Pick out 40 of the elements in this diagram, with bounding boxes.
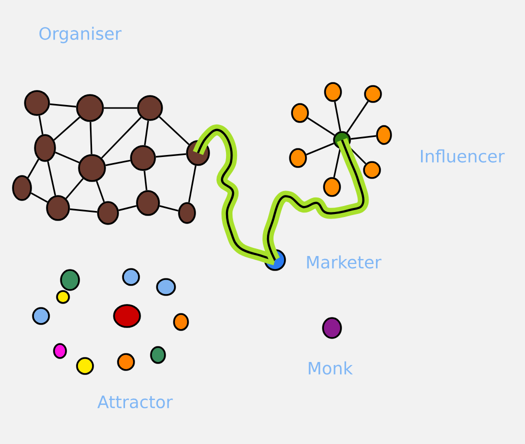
group-label: Attractor bbox=[97, 396, 173, 408]
connector-line bbox=[334, 102, 342, 132]
connector-line bbox=[55, 152, 80, 164]
connector-line bbox=[65, 178, 84, 200]
connector-line bbox=[27, 158, 40, 178]
connector-line bbox=[156, 153, 186, 158]
connector-line bbox=[346, 100, 369, 134]
dot bbox=[376, 125, 392, 145]
dot bbox=[76, 94, 104, 122]
group-label: Influencer bbox=[421, 149, 505, 163]
dot bbox=[364, 85, 382, 103]
node-caption: Monk bbox=[308, 361, 353, 375]
connector-line bbox=[47, 161, 56, 196]
connector-line bbox=[96, 180, 105, 202]
connector-line bbox=[144, 120, 149, 146]
connector-line bbox=[188, 166, 196, 202]
dot bbox=[78, 154, 106, 182]
connector-line bbox=[306, 142, 334, 156]
connector-line bbox=[144, 170, 148, 190]
connector-line bbox=[104, 107, 138, 109]
dot bbox=[56, 290, 70, 304]
connector-line bbox=[70, 208, 98, 213]
group-label: Organiser bbox=[39, 26, 122, 44]
connector-line bbox=[307, 117, 335, 136]
connector-line bbox=[333, 148, 341, 178]
connector-line bbox=[106, 160, 130, 166]
connector-line bbox=[50, 103, 76, 108]
connector-line bbox=[350, 135, 376, 140]
connector-line bbox=[101, 116, 142, 159]
connector-line bbox=[159, 205, 178, 212]
dot bbox=[53, 343, 67, 359]
connector-line bbox=[90, 122, 92, 154]
connector-line bbox=[118, 205, 137, 212]
connector-line bbox=[158, 116, 190, 146]
connector-line bbox=[38, 116, 44, 135]
wavy-line bbox=[262, 138, 369, 262]
node-caption: Marketer bbox=[307, 255, 382, 269]
wavy-line bbox=[192, 124, 276, 266]
connector-line bbox=[30, 192, 48, 203]
connector-line bbox=[53, 116, 80, 141]
